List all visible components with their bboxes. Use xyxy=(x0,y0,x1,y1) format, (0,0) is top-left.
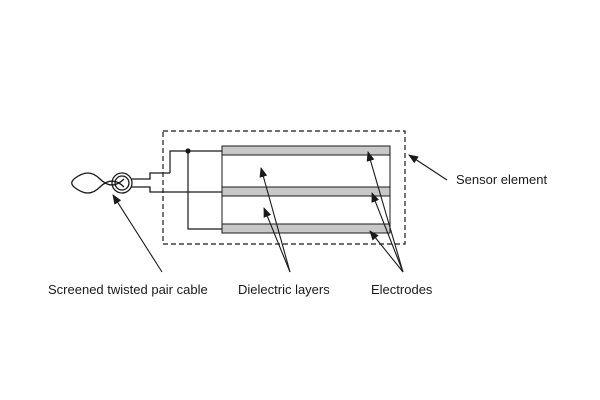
sensor-leader-arrow xyxy=(408,154,448,181)
electrodes xyxy=(221,145,391,234)
electrode-leader-arrow-2 xyxy=(371,192,404,273)
sensor-element-boundary xyxy=(162,130,406,245)
electrode-middle xyxy=(221,186,391,197)
electrode-top xyxy=(221,145,391,156)
wire-junction-dot xyxy=(185,148,191,154)
electrode-leader-arrow-1 xyxy=(366,151,404,273)
dielectric-leader-arrow-1 xyxy=(259,167,291,273)
electrodes-label: Electrodes xyxy=(371,282,433,297)
dielectric-label: Dielectric layers xyxy=(238,282,330,297)
twisted-pair-cable xyxy=(71,172,188,194)
dielectric-leader-arrow-2 xyxy=(263,207,291,273)
electrode-wiring xyxy=(169,150,222,230)
electrode-leader-arrow-3 xyxy=(369,230,404,273)
sensor-element-label: Sensor element xyxy=(456,172,547,187)
electrode-bottom xyxy=(221,223,391,234)
dielectric-layers xyxy=(221,155,391,224)
cable-leader-arrow xyxy=(112,194,163,273)
cable-label: Screened twisted pair cable xyxy=(48,282,208,297)
